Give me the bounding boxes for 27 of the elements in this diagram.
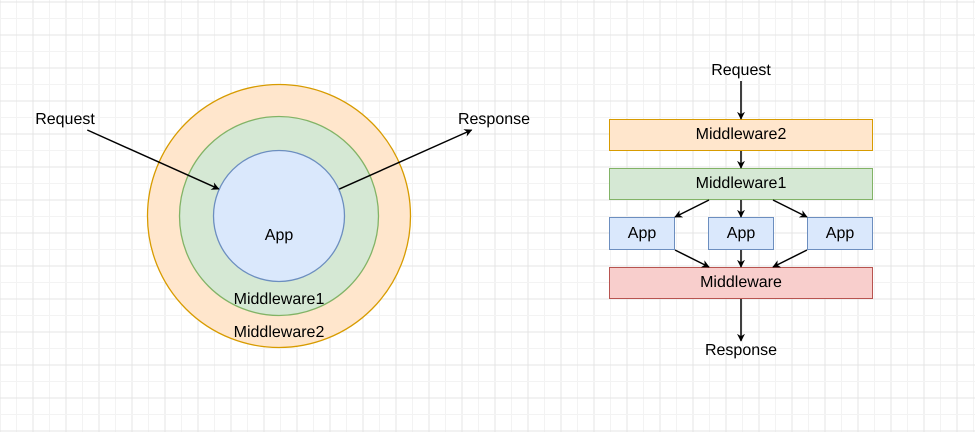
layer-box: Middleware	[609, 267, 873, 299]
arrow	[86, 129, 220, 190]
layer-box: App	[708, 217, 774, 250]
layer-label: Middleware2	[232, 323, 326, 343]
arrow	[737, 81, 745, 120]
layer-label: Middleware1	[232, 290, 326, 310]
layer-label: App	[264, 226, 294, 246]
middle-ring	[179, 116, 379, 316]
arrow	[737, 200, 745, 218]
arrow	[674, 199, 710, 218]
flow-label: Request	[696, 61, 786, 81]
layer-box: App	[807, 217, 873, 250]
layer-box: Middleware1	[609, 168, 873, 200]
inner-circle	[213, 150, 345, 282]
flow-label: Response	[447, 110, 541, 130]
flow-label: Response	[688, 341, 794, 361]
arrow	[338, 129, 472, 190]
layer-box: App	[609, 217, 675, 250]
arrow	[737, 151, 745, 169]
flow-label: Request	[24, 110, 106, 130]
arrow	[772, 199, 808, 218]
arrow	[772, 249, 808, 268]
arrow	[737, 299, 745, 342]
layer-box: Middleware2	[609, 119, 873, 151]
arrow	[737, 250, 745, 268]
arrow	[674, 249, 710, 268]
outer-ring	[147, 84, 411, 348]
